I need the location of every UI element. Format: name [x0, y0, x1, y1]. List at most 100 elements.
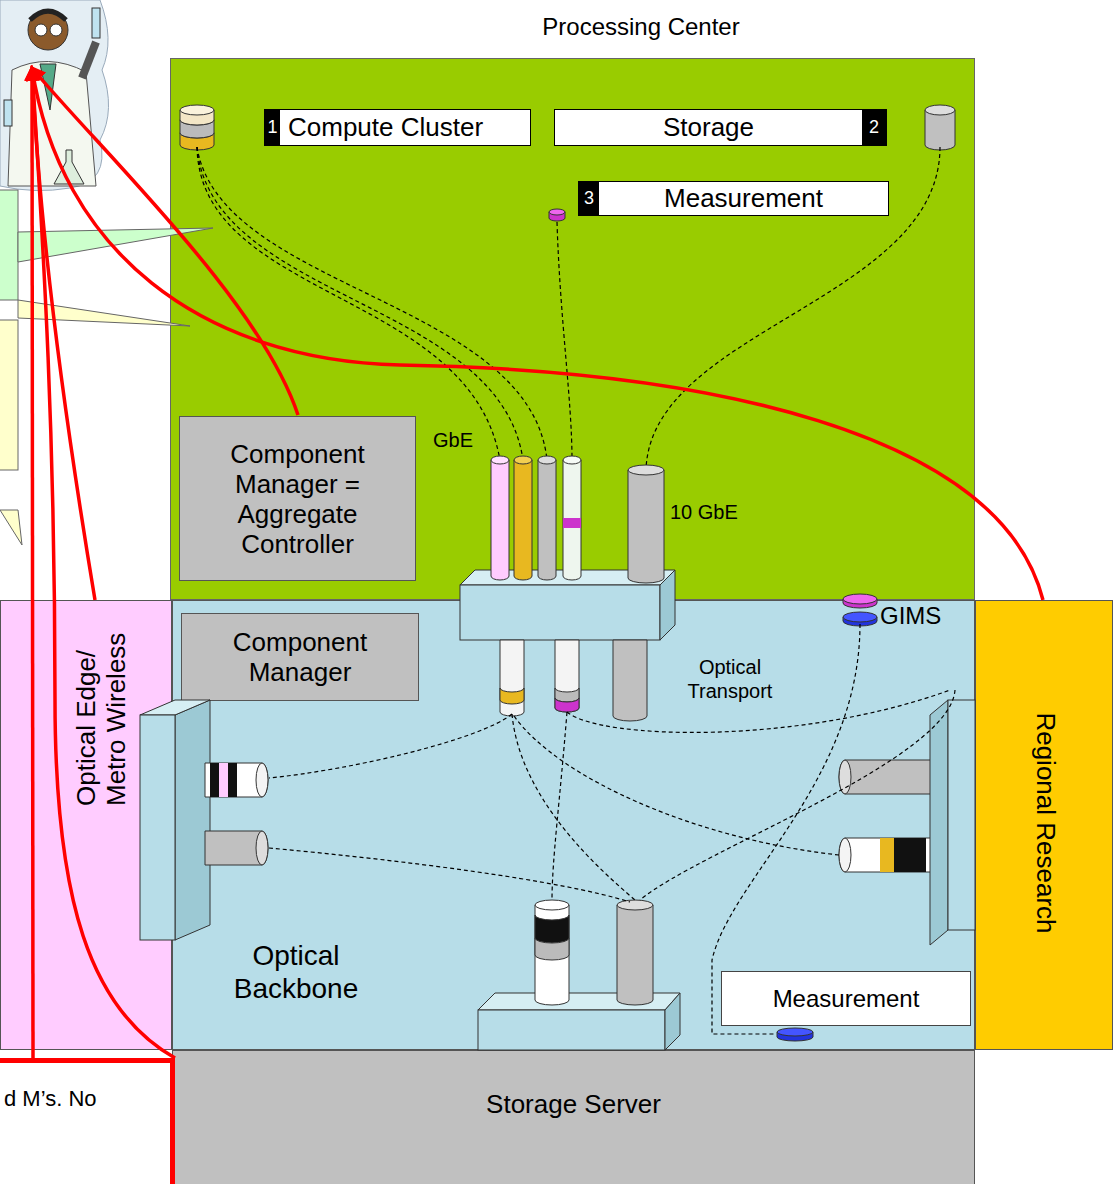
region-panel: Processing Center1Compute ClusterStorage… — [170, 58, 975, 600]
port-label: 10 GbE — [670, 500, 738, 524]
test-tube — [92, 8, 100, 38]
port-band — [880, 838, 894, 872]
port-cylinder — [205, 763, 268, 797]
manager-box: Component Manager — [181, 613, 419, 701]
box-label: Measurement — [599, 182, 888, 215]
measurement-box: Measurement — [721, 971, 971, 1026]
cluster-icon — [180, 120, 214, 138]
dashed-link — [197, 147, 523, 460]
dashed-link — [567, 690, 950, 732]
port-cylinder — [514, 456, 532, 464]
report-arrow — [32, 68, 1043, 600]
measurement-disk — [777, 1032, 813, 1041]
region-panel: Storage Server — [172, 1050, 975, 1184]
label-anchor: GIMS — [880, 603, 941, 629]
switch-side — [660, 570, 675, 640]
cluster-icon — [180, 115, 214, 125]
port-band — [535, 938, 569, 960]
label-anchor: GbE — [433, 428, 473, 452]
callout-box — [0, 320, 18, 470]
dashed-link — [557, 222, 572, 460]
component-box: 3Measurement — [578, 181, 889, 216]
port-cylinder — [205, 831, 268, 865]
callout-number: 3 — [579, 182, 599, 215]
region-title: Processing Center — [471, 13, 811, 41]
port-band — [535, 915, 569, 943]
label-anchor: Optical Transport — [678, 655, 782, 703]
scientist-hair — [30, 11, 66, 20]
glasses-lens — [50, 24, 62, 36]
dashed-link — [552, 712, 567, 900]
port-cylinder — [839, 760, 851, 794]
report-arrow — [32, 68, 298, 415]
port-band — [894, 838, 926, 872]
shirt — [40, 64, 56, 110]
dashed-link — [197, 147, 547, 460]
port-label: Optical Transport — [678, 655, 782, 703]
port-cylinder — [839, 838, 935, 872]
measurement-icon — [549, 212, 565, 221]
region-panel: Optical Backbone Component ManagerMeasure… — [172, 600, 975, 1050]
port-cylinder — [514, 460, 532, 580]
box-label: Storage — [555, 110, 862, 145]
dashed-link — [640, 690, 955, 900]
port-cylinder — [538, 460, 556, 580]
component-box: Storage2 — [554, 109, 887, 146]
scientist-head — [28, 10, 68, 50]
switch-front — [478, 1010, 665, 1050]
gims-disk — [843, 617, 877, 626]
glasses-lens — [35, 24, 47, 36]
port-label: GIMS — [880, 603, 941, 629]
port-cylinder — [491, 460, 509, 580]
port-cylinder — [613, 640, 647, 721]
gims-disk — [843, 599, 877, 608]
dashed-link — [646, 147, 940, 470]
report-arrow — [32, 68, 95, 600]
note-text: d M’s. No — [4, 1085, 179, 1113]
manager-box: Component Manager = Aggregate Controller — [179, 416, 416, 581]
switch-side — [665, 993, 680, 1050]
port-cylinder — [839, 760, 935, 794]
switch-front — [948, 700, 975, 930]
region-label: Storage Server — [173, 1089, 974, 1119]
measurement-disk — [777, 1028, 813, 1036]
region-label: Optical Backbone — [211, 939, 381, 1005]
cluster-icon — [180, 128, 214, 138]
port-label: GbE — [433, 428, 473, 452]
callout-pointer — [18, 300, 190, 326]
dashed-link — [512, 714, 635, 900]
cluster-icon — [180, 105, 214, 115]
label-anchor: 10 GbE — [670, 500, 738, 524]
callout-pointer — [18, 228, 213, 262]
gims-disk — [843, 612, 877, 622]
port-cylinder — [535, 905, 569, 1005]
port-cylinder — [500, 640, 524, 716]
dashed-link — [514, 716, 839, 855]
port-cylinder — [256, 763, 268, 797]
region-label: Regional Research — [1030, 703, 1062, 943]
dashed-link — [712, 624, 860, 1034]
report-arrow — [32, 68, 33, 1058]
callout-number: 2 — [862, 110, 886, 145]
port-band — [500, 688, 524, 704]
switch-top — [140, 700, 210, 715]
switch-front — [460, 585, 660, 640]
port-cylinder — [617, 905, 653, 1005]
switch-top — [478, 993, 680, 1010]
dashed-link — [197, 147, 500, 460]
component-box: 1Compute Cluster — [264, 109, 531, 146]
port-cylinder — [535, 900, 569, 910]
box-label: Measurement — [773, 985, 920, 1013]
port-cylinder — [628, 465, 664, 475]
switch-front — [140, 715, 175, 940]
port-cylinder — [563, 456, 581, 464]
port-cylinder — [839, 838, 851, 872]
port-cylinder — [555, 640, 579, 712]
box-label: Compute Cluster — [280, 110, 530, 145]
cluster-icon — [180, 133, 214, 150]
note-box: d M’s. No — [0, 1058, 175, 1184]
scientist-arm — [82, 42, 96, 78]
callout-box — [0, 190, 18, 300]
